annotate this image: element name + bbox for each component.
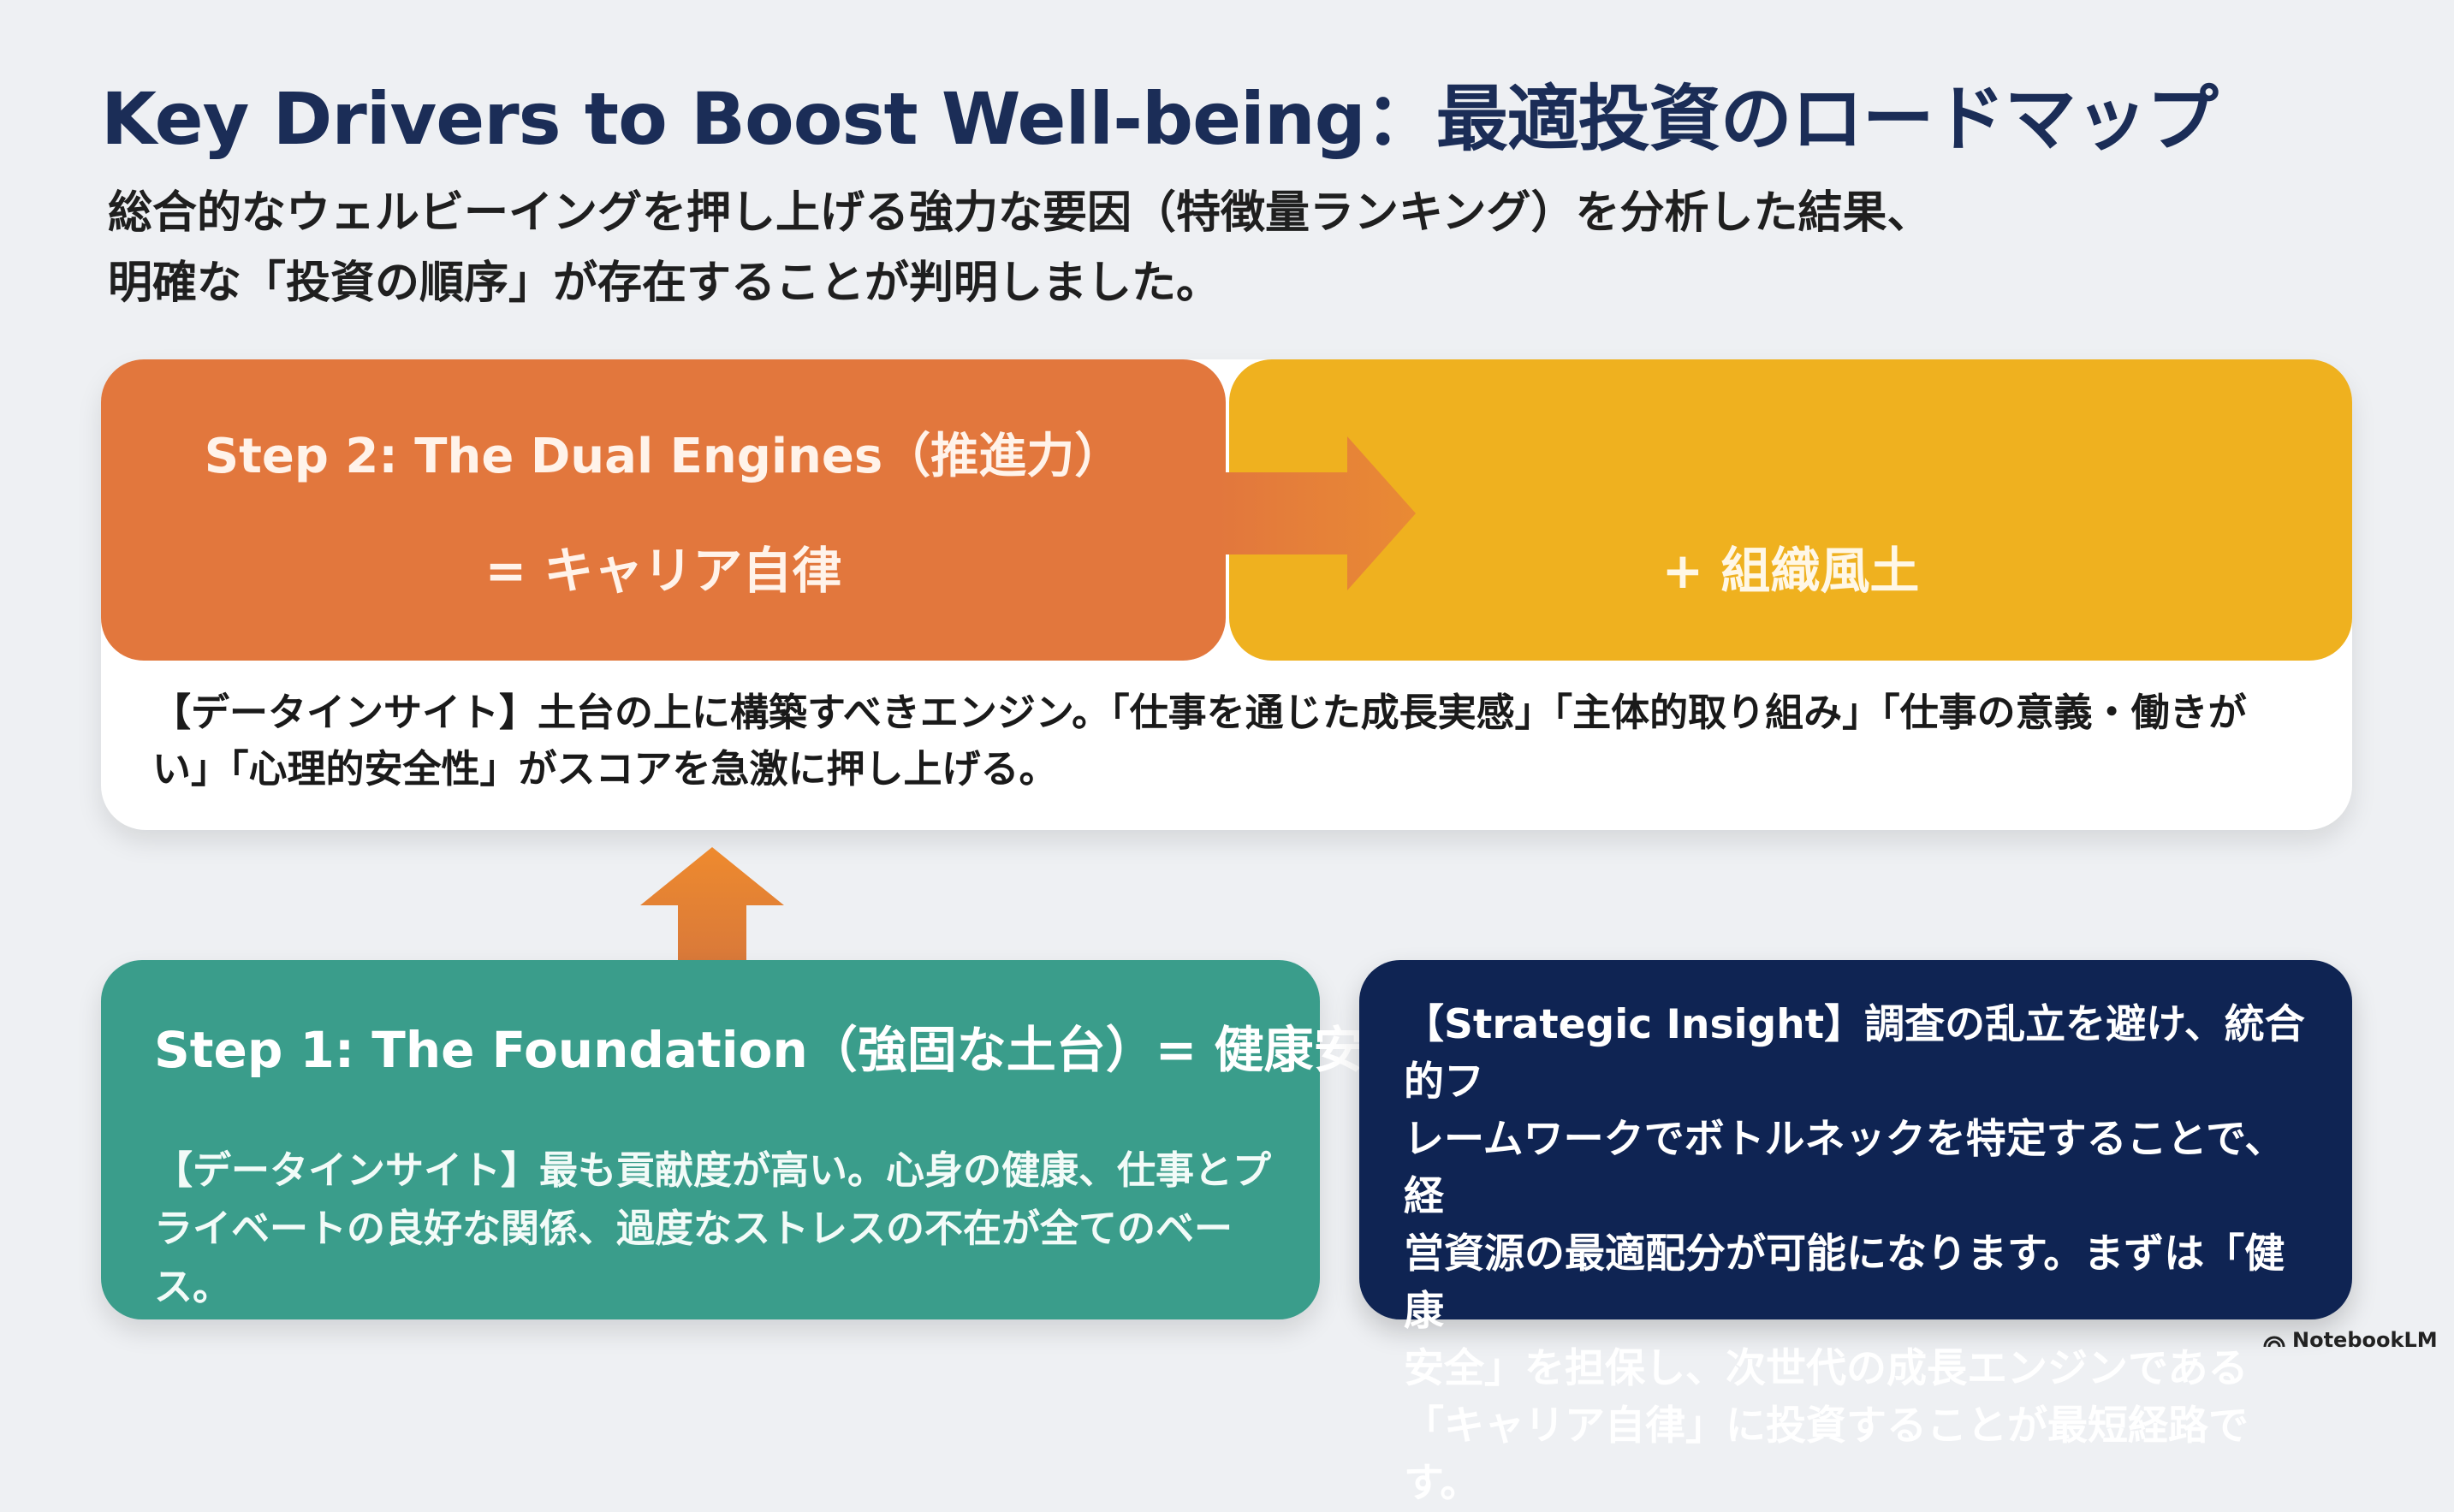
step1-insight-line-2: ライベートの良好な関係、過度なストレスの不在が全てのベース。 bbox=[154, 1206, 1233, 1309]
right-arrow-icon bbox=[1219, 436, 1416, 590]
career-autonomy-box: Step 2: The Dual Engines（推進力） = キャリア自律 bbox=[101, 359, 1226, 661]
strategic-insight-box: 【Strategic Insight】調査の乱立を避け、統合的フ レームワークで… bbox=[1359, 960, 2352, 1507]
organizational-culture-box: + 組織風土 bbox=[1229, 359, 2352, 661]
engine-organizational-culture: + 組織風土 bbox=[1661, 542, 1920, 600]
step2-insight-line-1: 【データインサイト】土台の上に構築すべきエンジン。「仕事を通じた成長実感」「主体… bbox=[152, 690, 2247, 735]
strategic-insight-text: 【Strategic Insight】調査の乱立を避け、統合的フ レームワークで… bbox=[1404, 996, 2320, 1512]
strategic-line-3: 営資源の最適配分が可能になります。まずは「健康 bbox=[1404, 1230, 2285, 1335]
up-arrow-icon bbox=[640, 847, 784, 962]
subtitle-line-2: 明確な「投資の順序」が存在することが判明しました。 bbox=[108, 258, 1221, 309]
strategic-line-1: 【Strategic Insight】調査の乱立を避け、統合的フ bbox=[1404, 1001, 2305, 1106]
page-subtitle: 総合的なウェルビーイングを押し上げる強力な要因（特徴量ランキング）を分析した結果… bbox=[108, 178, 2248, 318]
strategic-line-2: レームワークでボトルネックを特定することで、経 bbox=[1404, 1116, 2285, 1220]
step2-data-insight: 【データインサイト】土台の上に構築すべきエンジン。「仕事を通じた成長実感」「主体… bbox=[152, 685, 2301, 798]
step2-title: Step 2: The Dual Engines（推進力） bbox=[204, 429, 1123, 484]
step1-title: Step 1: The Foundation（強固な土台）= 健康安全 bbox=[154, 1021, 1413, 1079]
notebooklm-brand: NotebookLM bbox=[2292, 1328, 2438, 1352]
page-title: Key Drivers to Boost Well-being：最適投資のロード… bbox=[101, 77, 2219, 161]
notebooklm-logo: NotebookLM bbox=[2263, 1328, 2438, 1352]
step2-insight-line-2: い」「心理的安全性」がスコアを急激に押し上げる。 bbox=[152, 746, 1058, 792]
step1-data-insight: 【データインサイト】最も貢献度が高い。心身の健康、仕事とプ ライベートの良好な関… bbox=[154, 1141, 1301, 1316]
engine-career-autonomy: = キャリア自律 bbox=[484, 542, 842, 600]
foundation-box: Step 1: The Foundation（強固な土台）= 健康安全 【データ… bbox=[101, 960, 1413, 1319]
subtitle-line-1: 総合的なウェルビーイングを押し上げる強力な要因（特徴量ランキング）を分析した結果… bbox=[108, 187, 1932, 239]
notebooklm-logo-icon bbox=[2263, 1336, 2285, 1348]
strategic-line-5: 「キャリア自律」に投資することが最短経路です。 bbox=[1404, 1402, 2249, 1507]
step1-insight-line-1: 【データインサイト】最も貢献度が高い。心身の健康、仕事とプ bbox=[154, 1147, 1272, 1193]
